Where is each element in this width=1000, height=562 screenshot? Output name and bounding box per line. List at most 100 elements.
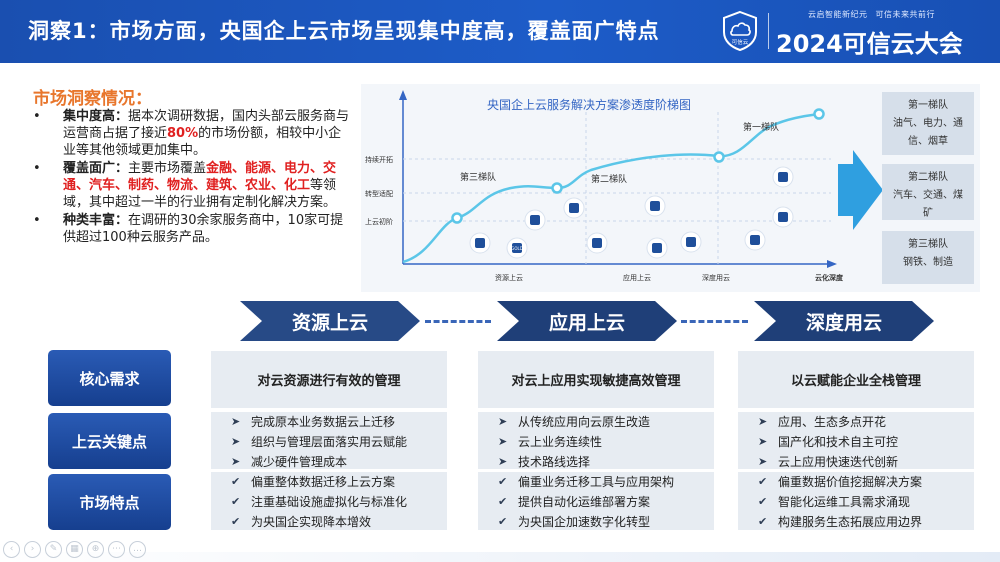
arrow-bullet-icon: ➤ <box>498 455 508 468</box>
arrow-bullet-icon: ➤ <box>231 455 241 468</box>
curve-node <box>813 108 825 120</box>
arrow-bullet-icon: ➤ <box>758 455 768 468</box>
insight-title: 市场洞察情况： <box>33 89 152 109</box>
prev-icon[interactable]: ‹ <box>3 541 20 558</box>
tier-industries: 矿 <box>923 208 933 219</box>
core-need: 对云资源进行有效的管理 <box>211 351 447 408</box>
market-feature-item: ✔ 为央国企实现降本增效 <box>231 512 447 532</box>
next-icon[interactable]: › <box>24 541 41 558</box>
curve-node <box>451 212 463 224</box>
tier-arrow-icon <box>838 150 883 230</box>
row-label: 核心需求 <box>48 350 171 406</box>
key-point-text: 应用、生态多点开花 <box>778 415 887 429</box>
stage-label: 深度用云 <box>805 312 882 334</box>
zoom-icon[interactable]: ⊕ <box>87 541 104 558</box>
x-stage-label: 云化深度 <box>815 273 844 282</box>
market-feature-text: 注重基础设施虚拟化与标准化 <box>251 495 408 509</box>
bullet-text: 主要市场覆盖 <box>128 161 207 176</box>
x-axis-arrow-icon <box>827 260 837 268</box>
market-feature-text: 偏重数据价值挖掘解决方案 <box>778 475 923 489</box>
insight-bullet: •覆盖面广：主要市场覆盖金融、能源、电力、交通、汽车、制药、物流、建筑、农业、化… <box>33 160 353 211</box>
insight-bullet: •种类丰富：在调研的30余家服务商中，10家可提供超过100种云服务产品。 <box>33 212 353 246</box>
insight-bullets: •集中度高：据本次调研数据，国内头部云服务商与运营商占据了接近80%的市场份额，… <box>33 108 353 247</box>
row-label: 上云关键点 <box>48 413 171 469</box>
stage-arrow: 资源上云 <box>240 301 420 341</box>
key-point-item: ➤云上业务连续性 <box>498 432 714 452</box>
bullet-label: 种类丰富： <box>63 213 129 228</box>
check-icon: ✔ <box>498 515 508 528</box>
bullet-text: 等领域，其中超过一半的行业拥有定制化解决方案。 <box>63 178 337 210</box>
tower-icon <box>772 166 794 188</box>
highlight-text: 金融、能源、电力、交通、汽车、制药、物流、建筑、农业、化工 <box>63 161 337 193</box>
bullet-label: 覆盖面广： <box>63 161 129 176</box>
arrow-bullet-icon: ➤ <box>758 435 768 448</box>
tier-industries: 钢铁、制造 <box>903 257 953 268</box>
key-point-text: 技术路线选择 <box>518 455 591 469</box>
arrow-bullet-icon: ➤ <box>498 415 508 428</box>
market-feature-item: ✔ 偏重业务迁移工具与应用架构 <box>498 472 714 492</box>
key-point-text: 云上应用快速迭代创新 <box>778 455 899 469</box>
wind-icon <box>772 206 794 228</box>
key-point-item: ➤ 技术路线选择 <box>498 452 714 472</box>
market-feature-text: 为央国企加速数字化转型 <box>518 515 651 529</box>
key-point-item: ➤ 国产化和技术自主可控 <box>758 432 974 452</box>
key-points-list: ➤ 从传统应用向云原生改造 ➤云上业务连续性 ➤ 技术路线选择 <box>478 412 714 469</box>
tagline-2: 可信未来共前行 <box>875 10 935 19</box>
market-feature-text: 偏重业务迁移工具与应用架构 <box>518 475 675 489</box>
market-features-list: ✔ 偏重数据价值挖掘解决方案 ✔ 智能化运维工具需求涌现 ✔构建服务生态拓展应用边界 <box>738 472 974 530</box>
more-icon[interactable]: … <box>129 541 146 558</box>
arrow-bullet-icon: ➤ <box>231 435 241 448</box>
market-feature-item: ✔提供自动化运维部署方案 <box>498 492 714 512</box>
check-icon: ✔ <box>758 495 768 508</box>
market-feature-item: ✔构建服务生态拓展应用边界 <box>758 512 974 532</box>
curve-tier-label: 第二梯队 <box>591 173 627 185</box>
tier-industries: 信、烟草 <box>908 136 948 147</box>
insight-bullet: •集中度高：据本次调研数据，国内头部云服务商与运营商占据了接近80%的市场份额，… <box>33 108 353 159</box>
arrow-bullet-icon: ➤ <box>758 415 768 428</box>
footer-band <box>0 552 1000 562</box>
grid-icon[interactable]: ▦ <box>66 541 83 558</box>
key-point-item: ➤ 应用、生态多点开花 <box>758 412 974 432</box>
gold-icon: GOLD <box>506 237 528 259</box>
home-icon <box>563 197 585 219</box>
check-icon: ✔ <box>231 495 241 508</box>
market-feature-text: 智能化运维工具需求涌现 <box>778 495 911 509</box>
tier-name: 第一梯队 <box>908 100 948 111</box>
bullet-text: 在调研的30余家服务商中，10家可提供超过100种云服务产品。 <box>63 213 344 245</box>
tier-industries: 汽车、交通、煤 <box>893 190 963 201</box>
key-point-item: ➤完成原本业务数据云上迁移 <box>231 412 447 432</box>
market-feature-text: 构建服务生态拓展应用边界 <box>778 515 923 529</box>
brand-tagline: 云启智能新纪元可信未来共前行 <box>808 9 943 20</box>
key-point-item: ➤ 从传统应用向云原生改造 <box>498 412 714 432</box>
stage-label: 应用上云 <box>548 312 625 334</box>
key-point-text: 从传统应用向云原生改造 <box>518 415 651 429</box>
key-point-text: 国产化和技术自主可控 <box>778 435 899 449</box>
header-bar: 洞察1：市场方面，央国企上云市场呈现集中度高，覆盖面广特点 可信云 云启智能新纪… <box>0 0 1000 63</box>
pen-icon[interactable]: ✎ <box>45 541 62 558</box>
check-icon: ✔ <box>498 495 508 508</box>
key-point-item: ➤减少硬件管理成本 <box>231 452 447 472</box>
check-icon: ✔ <box>758 475 768 488</box>
curve-node <box>551 182 563 194</box>
car-icon <box>586 232 608 254</box>
bullet-text: 的市场份额，相较中小企业等其他领域更加集中。 <box>63 126 342 158</box>
menu-icon[interactable]: ⋯ <box>108 541 125 558</box>
core-need: 以云赋能企业全栈管理 <box>738 351 974 408</box>
tier-box: 第一梯队油气、电力、通信、烟草 <box>882 92 974 155</box>
cable-icon <box>680 231 702 253</box>
curve-tier-label: 第三梯队 <box>460 171 496 183</box>
check-icon: ✔ <box>498 475 508 488</box>
y-level-label: 持续开拓 <box>365 155 393 164</box>
person-icon <box>646 237 668 259</box>
check-icon: ✔ <box>231 515 241 528</box>
market-feature-item: ✔ 偏重数据价值挖掘解决方案 <box>758 472 974 492</box>
medical-icon <box>644 195 666 217</box>
key-point-text: 组织与管理层面落实用云赋能 <box>251 435 408 449</box>
tier-box: 第三梯队钢铁、制造 <box>882 231 974 284</box>
logo-divider <box>768 13 769 49</box>
market-feature-item: ✔ 智能化运维工具需求涌现 <box>758 492 974 512</box>
market-features-list: ✔偏重业务迁移工具与应用架构✔提供自动化运维部署方案✔为央国企加速数字化转型 <box>478 472 714 530</box>
market-feature-text: 为央国企实现降本增效 <box>251 515 372 529</box>
x-stage-label: 资源上云 <box>495 273 523 282</box>
market-feature-item: ✔ 注重基础设施虚拟化与标准化 <box>231 492 447 512</box>
